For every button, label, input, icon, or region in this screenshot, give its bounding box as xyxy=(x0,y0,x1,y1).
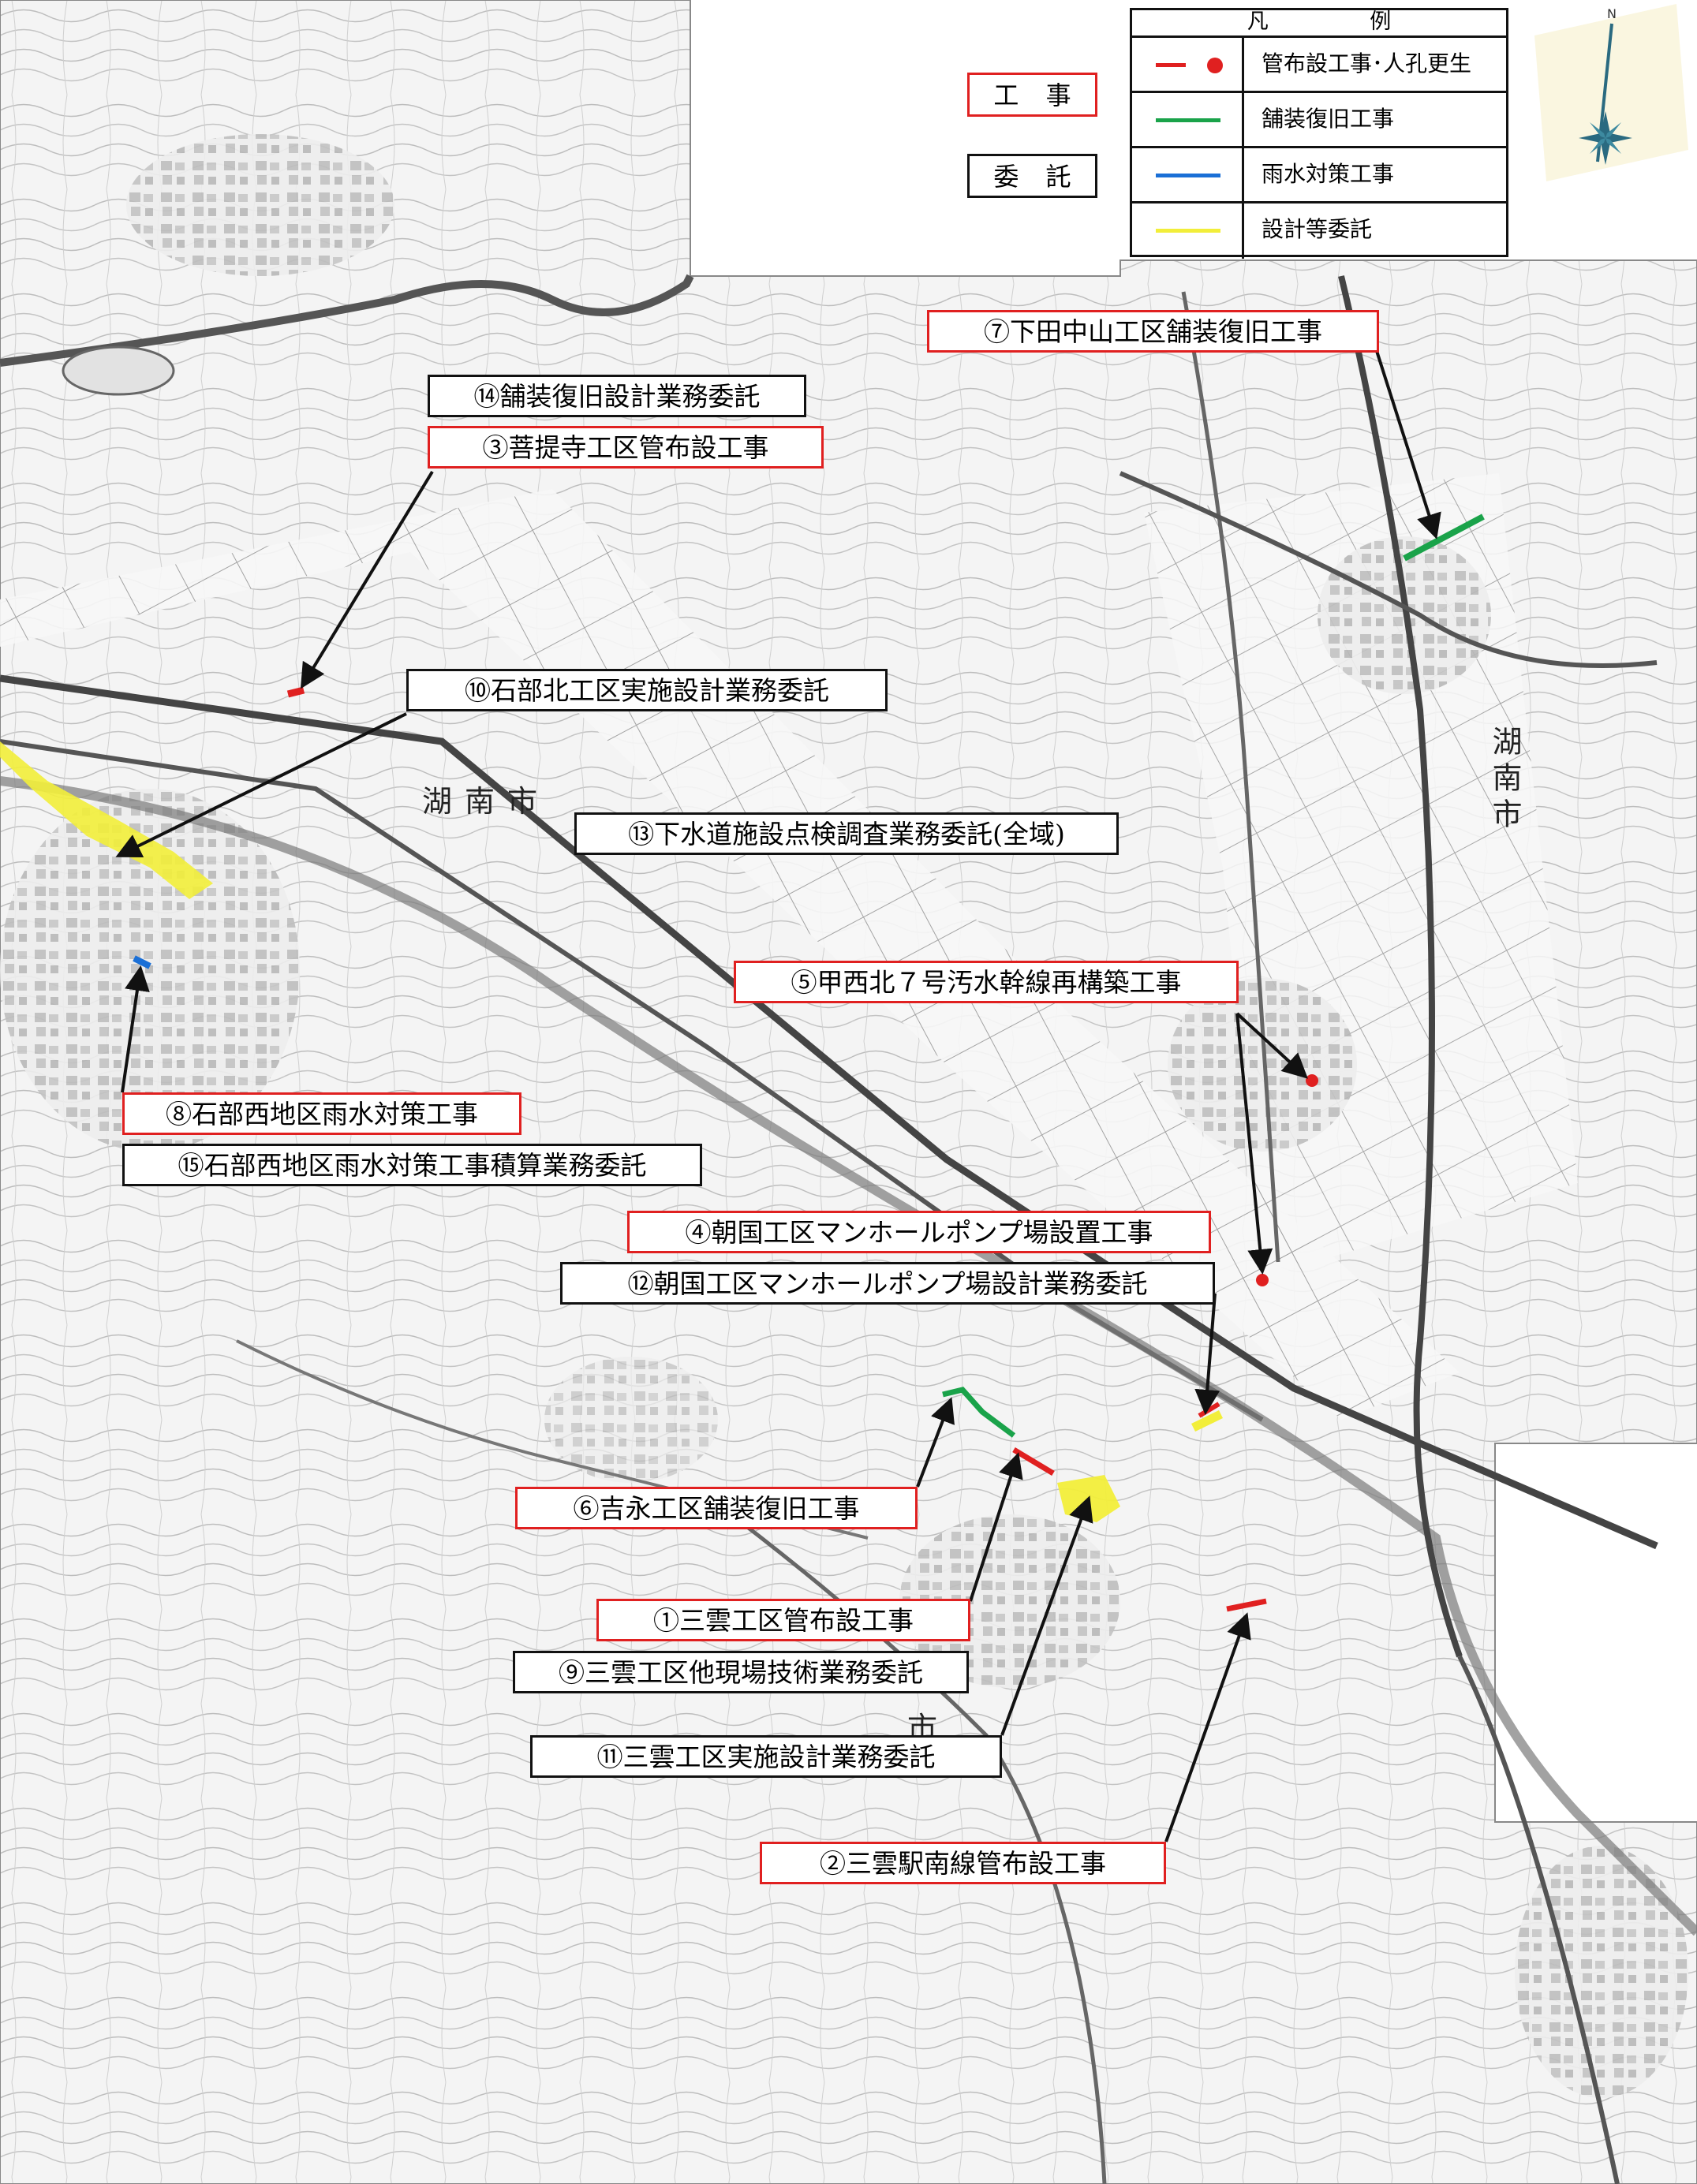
rain-p08 xyxy=(133,955,151,969)
project-label-p15[interactable]: ⑮石部西地区雨水対策工事積算業務委託 xyxy=(122,1144,702,1186)
map-label-city-east: 湖南市 xyxy=(1487,726,1522,834)
legend-table: 凡 例 管布設工事･人孔更生 舗装復旧工事 雨水対策工事 設計等委託 xyxy=(1130,8,1508,259)
legend-label: 雨水対策工事 xyxy=(1262,161,1395,187)
legend-row-design: 設計等委託 xyxy=(1132,203,1506,259)
project-label-p10[interactable]: ⑩石部北工区実施設計業務委託 xyxy=(406,669,888,711)
legend-label: 舗装復旧工事 xyxy=(1262,106,1395,132)
legend-symbol-red xyxy=(1132,38,1244,91)
project-label-p12[interactable]: ⑫朝国工区マンホールポンプ場設計業務委託 xyxy=(560,1262,1215,1305)
compass-north-label: N xyxy=(1607,6,1617,21)
project-label-p03[interactable]: ③菩提寺工区管布設工事 xyxy=(428,426,824,469)
legend-title: 凡 例 xyxy=(1132,10,1506,38)
manhole-dot-p05b xyxy=(1256,1274,1269,1286)
project-label-p06[interactable]: ⑥吉永工区舗装復旧工事 xyxy=(515,1487,918,1529)
project-label-p11[interactable]: ⑪三雲工区実施設計業務委託 xyxy=(530,1735,1002,1778)
project-label-p02[interactable]: ②三雲駅南線管布設工事 xyxy=(760,1842,1166,1884)
pipe-p02 xyxy=(1226,1598,1267,1612)
project-label-p01[interactable]: ①三雲工区管布設工事 xyxy=(596,1599,970,1641)
project-label-p09[interactable]: ⑨三雲工区他現場技術業務委託 xyxy=(513,1651,969,1693)
manhole-dot-p05a xyxy=(1306,1074,1318,1087)
map-label-city-center: 湖南市 xyxy=(422,784,551,819)
legend-row-pavement: 舗装復旧工事 xyxy=(1132,93,1506,148)
legend-row-rain: 雨水対策工事 xyxy=(1132,148,1506,203)
legend-label: 設計等委託 xyxy=(1262,216,1373,242)
legend-symbol-yellow xyxy=(1132,203,1244,259)
legend-symbol-green xyxy=(1132,93,1244,146)
legend-label: 管布設工事･人孔更生 xyxy=(1262,50,1472,77)
pavement-p06 xyxy=(942,1387,1016,1438)
project-label-p08[interactable]: ⑧石部西地区雨水対策工事 xyxy=(122,1092,521,1135)
project-label-p13[interactable]: ⑬下水道施設点検調査業務委託(全域) xyxy=(574,812,1119,855)
design-area-p12 xyxy=(1191,1410,1223,1432)
design-area-p10 xyxy=(0,741,213,899)
pipe-p03 xyxy=(286,686,305,698)
type-box-consignment: 委 託 xyxy=(967,154,1097,198)
pavement-p07 xyxy=(1403,513,1485,562)
project-label-p07[interactable]: ⑦下田中山工区舗装復旧工事 xyxy=(927,310,1379,353)
legend-row-pipe: 管布設工事･人孔更生 xyxy=(1132,38,1506,93)
project-label-p14[interactable]: ⑭舗装復旧設計業務委託 xyxy=(428,375,806,417)
project-label-p04[interactable]: ④朝国工区マンホールポンプ場設置工事 xyxy=(627,1211,1211,1253)
legend-symbol-blue xyxy=(1132,148,1244,201)
type-box-construction: 工 事 xyxy=(967,73,1097,117)
project-label-p05[interactable]: ⑤甲西北７号汚水幹線再構築工事 xyxy=(734,961,1239,1003)
compass-icon: N xyxy=(1534,4,1688,181)
